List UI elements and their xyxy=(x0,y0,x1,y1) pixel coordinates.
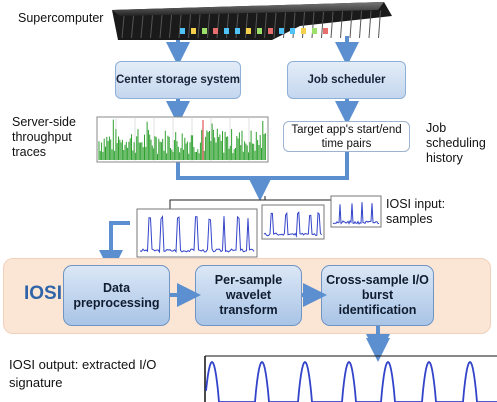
server-traces-label: Server-side throughput traces xyxy=(12,115,76,159)
sample-trace-3 xyxy=(332,202,380,225)
target-app-box: Target app's start/end time pairs xyxy=(283,121,410,152)
iosi-label: IOSI xyxy=(24,283,63,304)
signature-line xyxy=(205,360,497,402)
burst-identification-box: Cross-sample I/O burst identification xyxy=(321,265,434,326)
job-scheduler-box: Job scheduler xyxy=(287,61,406,99)
wavelet-transform-box: Per-sample wavelet transform xyxy=(195,265,302,326)
data-preprocessing-box: Data preprocessing xyxy=(63,265,170,326)
iosi-output-label: IOSI output: extracted I/O signature xyxy=(9,357,157,390)
sample-trace-1 xyxy=(139,215,255,254)
iosi-input-label: IOSI input: samples xyxy=(386,197,446,226)
sample-trace-2 xyxy=(263,211,322,238)
center-storage-box: Center storage system xyxy=(115,61,241,99)
job-history-label: Job scheduling history xyxy=(426,121,486,165)
supercomputer-label: Supercomputer xyxy=(18,11,104,25)
arrow-samples-to-preprocess xyxy=(99,221,130,274)
